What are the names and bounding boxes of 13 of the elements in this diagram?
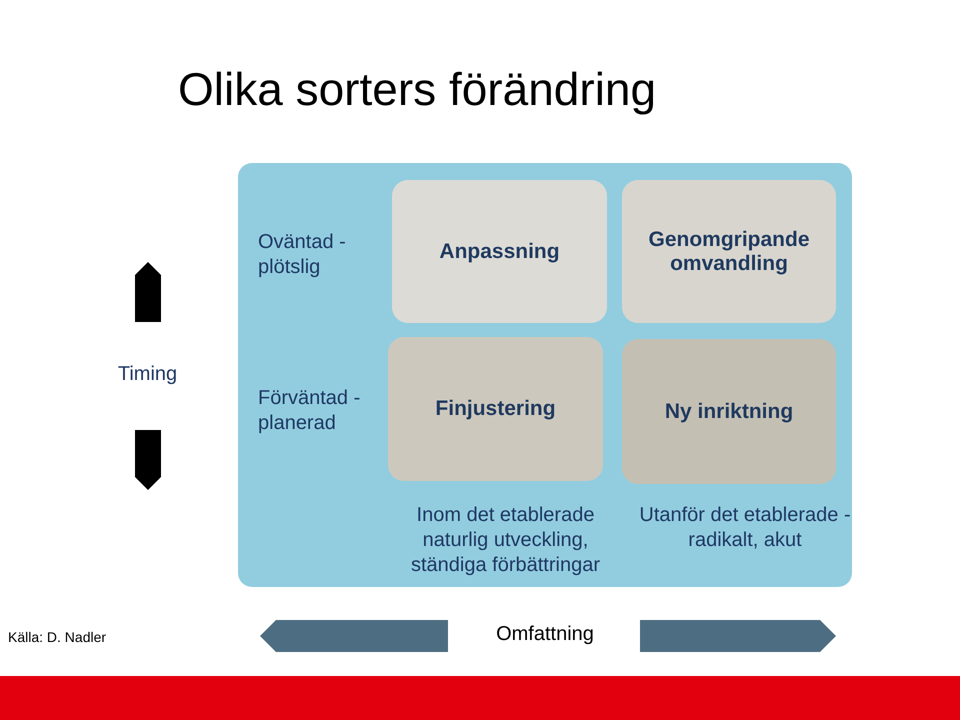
- matrix-cell: Finjustering: [388, 337, 603, 481]
- axis-label: Timing: [116, 362, 178, 387]
- source-note: Källa: D. Nadler: [8, 629, 108, 646]
- matrix-cell: Anpassning: [392, 180, 607, 323]
- column-label: Utanför det etablerade - radikalt, akut: [638, 503, 852, 553]
- row-label: Förväntad - planerad: [258, 386, 362, 436]
- matrix-cell: Genomgripande omvandling: [622, 180, 836, 323]
- matrix-cell: Ny inriktning: [622, 339, 836, 484]
- slide-title: Olika sorters förändring: [178, 62, 656, 116]
- row-label: Oväntad - plötslig: [258, 230, 347, 280]
- matrix-panel: [238, 163, 852, 587]
- axis-label: Omfattning: [495, 622, 595, 647]
- column-label: Inom det etablerade naturlig utveckling, ständiga förbättringar: [410, 503, 601, 578]
